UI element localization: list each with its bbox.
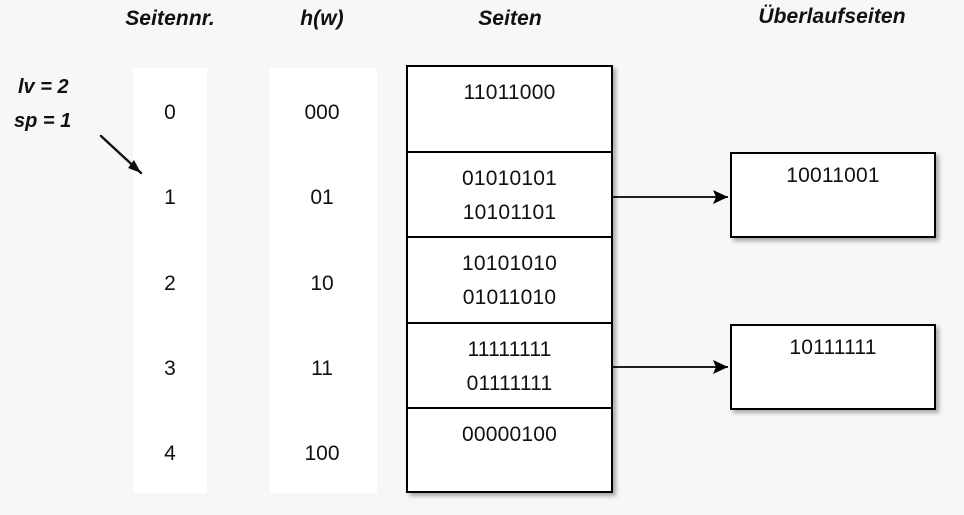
directory-hash-0: 000 bbox=[304, 101, 340, 124]
overflow-connector-arrow-1-icon bbox=[613, 360, 728, 374]
page-record: 01111111 bbox=[466, 372, 553, 395]
hash-column-strip bbox=[270, 68, 377, 493]
page-number-column-strip bbox=[133, 68, 207, 493]
directory-page-no-3: 3 bbox=[164, 357, 176, 380]
pages-bucket-table: 11011000 01010101 10101101 10101010 0101… bbox=[406, 65, 613, 493]
header-seitennr: Seitennr. bbox=[125, 7, 215, 30]
overflow-record: 10111111 bbox=[789, 336, 877, 359]
page-bucket-2: 10101010 01011010 bbox=[408, 238, 611, 324]
page-record: 10101101 bbox=[462, 200, 557, 224]
overflow-page-1: 10111111 bbox=[730, 324, 936, 410]
page-bucket-4: 00000100 bbox=[408, 409, 611, 495]
overflow-record: 10011001 bbox=[786, 164, 880, 187]
page-record: 11011000 bbox=[463, 81, 556, 104]
page-bucket-3: 11111111 01111111 bbox=[408, 324, 611, 410]
directory-hash-2: 10 bbox=[310, 272, 334, 295]
page-record: 10101010 bbox=[461, 252, 558, 276]
directory-hash-1: 01 bbox=[310, 186, 334, 209]
page-record: 00000100 bbox=[461, 423, 558, 447]
directory-page-no-4: 4 bbox=[164, 442, 176, 465]
directory-page-no-0: 0 bbox=[164, 101, 176, 124]
header-seiten: Seiten bbox=[478, 7, 542, 30]
directory-page-no-2: 2 bbox=[164, 272, 176, 295]
param-split-pointer: sp = 1 bbox=[14, 110, 72, 132]
page-record: 01010101 bbox=[461, 166, 558, 190]
header-hash-function: h(w) bbox=[300, 7, 344, 30]
page-record: 01011010 bbox=[462, 286, 557, 310]
param-level: lv = 2 bbox=[18, 76, 69, 98]
page-record: 11111111 bbox=[467, 337, 552, 361]
directory-page-no-1: 1 bbox=[164, 186, 176, 209]
header-ueberlaufseiten: Überlaufseiten bbox=[758, 5, 906, 28]
directory-hash-4: 100 bbox=[304, 442, 340, 465]
overflow-connector-arrow-0-icon bbox=[613, 190, 728, 204]
page-bucket-1: 01010101 10101101 bbox=[408, 153, 611, 239]
page-bucket-0: 11011000 bbox=[408, 67, 611, 153]
directory-hash-3: 11 bbox=[311, 357, 333, 380]
overflow-page-0: 10011001 bbox=[730, 152, 936, 238]
